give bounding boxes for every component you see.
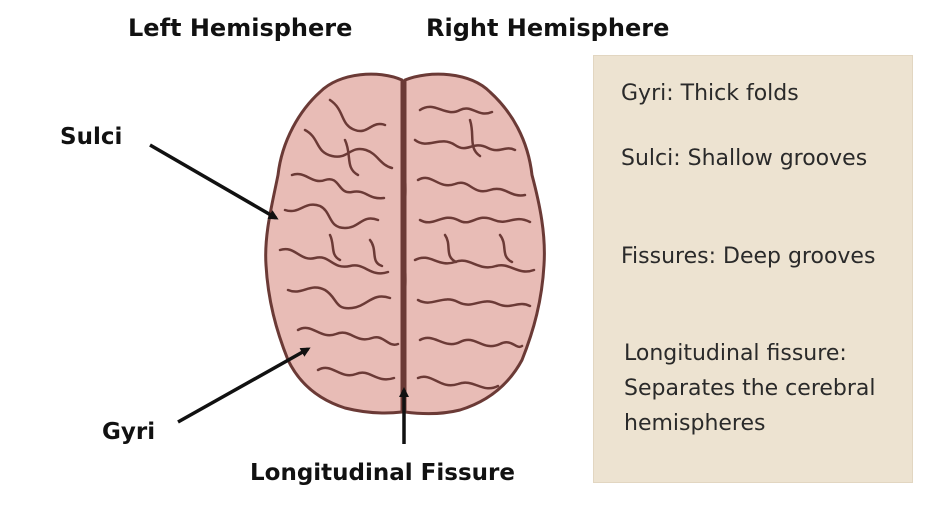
- right-hemisphere-heading: Right Hemisphere: [426, 14, 670, 42]
- gyri-label: Gyri: [102, 419, 156, 445]
- legend-panel: Gyri: Thick folds Sulci: Shallow grooves…: [593, 55, 913, 483]
- left-hemisphere-heading: Left Hemisphere: [128, 14, 353, 42]
- right-hemisphere-shape: [403, 72, 546, 416]
- longitudinal-fissure-line: [400, 80, 407, 414]
- sulci-label: Sulci: [60, 124, 123, 150]
- left-sulci-lines: [278, 98, 400, 381]
- legend-item-gyri: Gyri: Thick folds: [621, 81, 799, 106]
- arrow-sulci: [149, 143, 279, 220]
- legend-item-longitudinal-fissure: Longitudinal fissure: Separates the cere…: [624, 341, 876, 436]
- arrow-gyri: [177, 347, 311, 424]
- brain-illustration: [264, 72, 546, 416]
- legend-item-fissures: Fissures: Deep grooves: [621, 244, 876, 269]
- right-sulci-lines: [413, 105, 536, 390]
- longitudinal-fissure-label: Longitudinal Fissure: [250, 460, 515, 486]
- legend-item-sulci: Sulci: Shallow grooves: [621, 146, 868, 171]
